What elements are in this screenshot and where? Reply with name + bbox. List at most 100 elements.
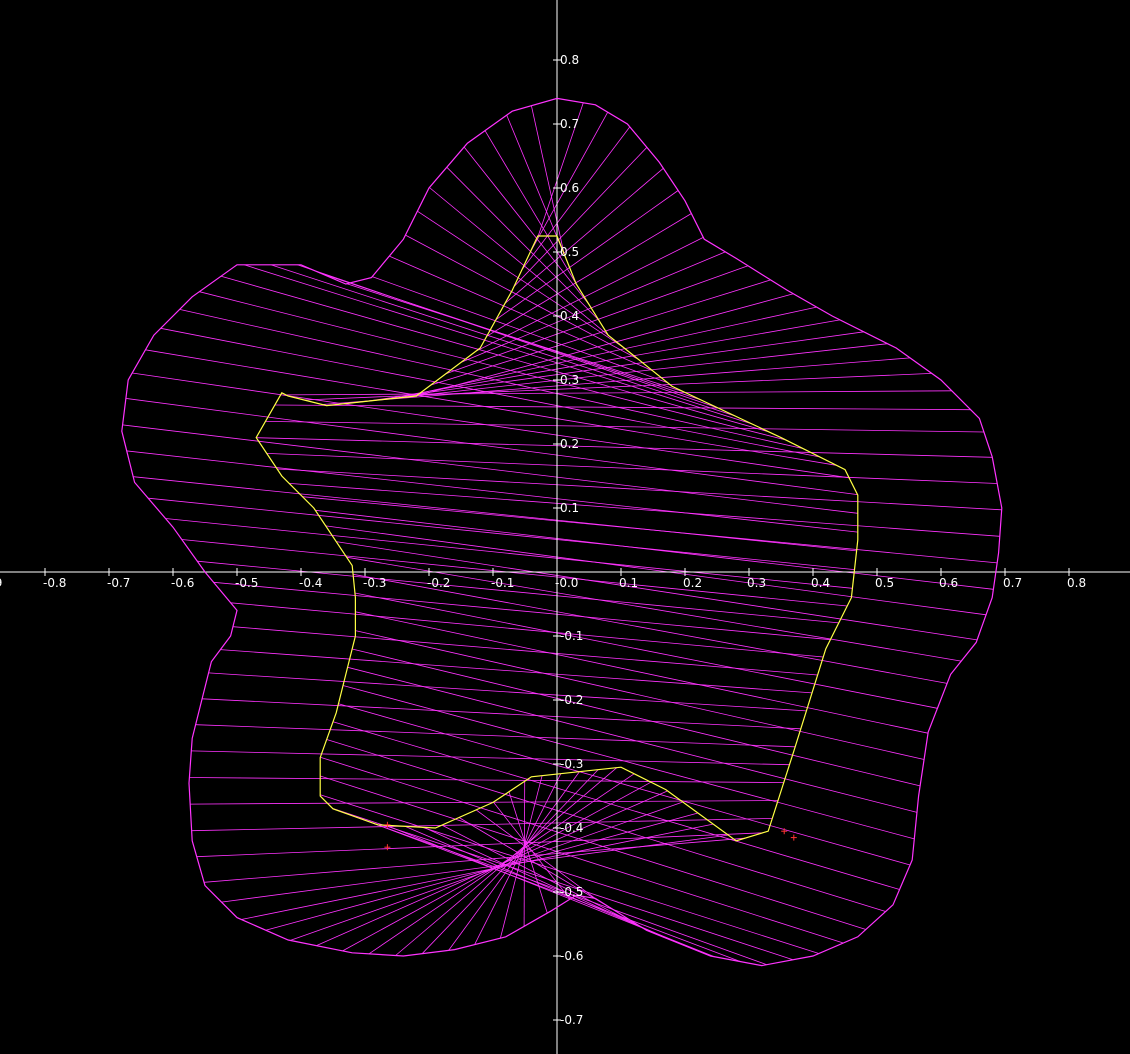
x-tick-label: -0.1 [491, 576, 514, 590]
x-tick-label: 0.5 [875, 576, 894, 590]
connector-line [378, 319, 840, 401]
connector-line [220, 649, 813, 694]
connector-line [355, 630, 925, 760]
connector-line [326, 739, 886, 912]
connector-line [316, 790, 668, 946]
connector-line [190, 800, 779, 805]
connector-line [289, 483, 1000, 537]
connector-line [290, 801, 683, 941]
connector-line [389, 255, 654, 372]
connector-lines [122, 98, 1002, 966]
x-tick-label: 0.7 [1003, 576, 1022, 590]
connector-line [500, 775, 543, 939]
connector-line [165, 518, 853, 589]
x-tick-label: -0.5 [235, 576, 258, 590]
connector-line [504, 167, 664, 304]
y-tick-label: -0.7 [560, 1013, 583, 1027]
connector-line [458, 817, 619, 913]
connector-line [208, 672, 807, 712]
connector-line [353, 573, 948, 684]
connector-line [133, 476, 857, 552]
connector-line [460, 251, 726, 363]
connector-line [537, 102, 584, 237]
connector-line [446, 166, 599, 321]
x-tick-label: -0.3 [363, 576, 386, 590]
connector-line [243, 264, 753, 425]
connector-line [417, 210, 624, 348]
y-tick-labels: -0.7-0.6-0.5-0.4-0.3-0.2-0.10.10.20.30.4… [553, 53, 583, 1027]
connector-line [181, 539, 848, 607]
connector-line [484, 130, 580, 289]
connector-line [189, 777, 784, 783]
x-tick-labels: -0.9-0.8-0.7-0.6-0.5-0.4-0.3-0.2-0.1-0.0… [0, 568, 1086, 590]
y-tick-label: -0.6 [560, 949, 583, 963]
connector-line [265, 812, 699, 931]
connector-line [521, 126, 631, 270]
connector-line [213, 581, 831, 641]
connector-line [429, 187, 610, 337]
connector-line [355, 611, 929, 734]
connector-line [367, 820, 741, 962]
connector-line [126, 450, 858, 533]
connector-line [354, 592, 938, 709]
y-tick-label: 0.6 [560, 181, 579, 195]
connector-line [266, 453, 998, 484]
connector-line [325, 525, 987, 616]
connector-line [421, 769, 599, 954]
connector-line [270, 264, 736, 417]
connector-line [448, 771, 580, 951]
connector-line [204, 837, 746, 883]
y-tick-label: 0.2 [560, 437, 579, 451]
connector-line [285, 390, 952, 396]
x-tick-label: 0.2 [683, 576, 702, 590]
connector-line [202, 698, 801, 730]
connector-line [199, 291, 786, 441]
y-tick-label: -0.1 [560, 629, 583, 643]
connector-line [232, 626, 818, 676]
connector-line [230, 602, 824, 658]
y-tick-label: -0.4 [560, 821, 583, 835]
connector-line [148, 497, 855, 570]
x-tick-label: 0.3 [747, 576, 766, 590]
y-tick-label: 0.7 [560, 117, 579, 131]
connector-line [336, 541, 978, 641]
x-tick-label: -0.0 [555, 576, 578, 590]
connector-line [342, 685, 915, 840]
connector-line [132, 372, 850, 479]
connector-line [320, 775, 844, 944]
connector-line [513, 147, 648, 287]
connector-line [495, 190, 679, 321]
connector-line [332, 721, 900, 890]
x-tick-label: -0.2 [427, 576, 450, 590]
connector-line [475, 237, 704, 352]
y-tick-label: 0.4 [560, 309, 579, 323]
x-tick-label: -0.7 [107, 576, 130, 590]
connector-line [338, 703, 911, 866]
y-tick-label: 0.3 [560, 373, 579, 387]
marker-group [384, 821, 797, 851]
connector-line [274, 404, 971, 411]
x-tick-label: 0.1 [619, 576, 638, 590]
connector-line [346, 283, 684, 393]
x-tick-label: -0.6 [171, 576, 194, 590]
connector-line [125, 398, 858, 495]
connector-line [350, 814, 767, 966]
y-tick-label: 0.8 [560, 53, 579, 67]
connector-line [415, 293, 794, 397]
connector-line [352, 648, 921, 787]
connector-line [347, 666, 918, 813]
connector-line [122, 424, 858, 514]
x-tick-label: 0.4 [811, 576, 830, 590]
y-tick-label: -0.5 [560, 885, 583, 899]
connector-line [320, 794, 819, 954]
connector-line [179, 309, 803, 449]
connector-line [315, 509, 994, 590]
x-tick-label: -0.9 [0, 576, 2, 590]
connector-line [145, 349, 837, 466]
connector-line [160, 327, 820, 458]
connector-line [531, 105, 565, 254]
connector-line [195, 724, 796, 748]
y-tick-label: -0.3 [560, 757, 583, 771]
x-tick-label: 0.8 [1067, 576, 1086, 590]
